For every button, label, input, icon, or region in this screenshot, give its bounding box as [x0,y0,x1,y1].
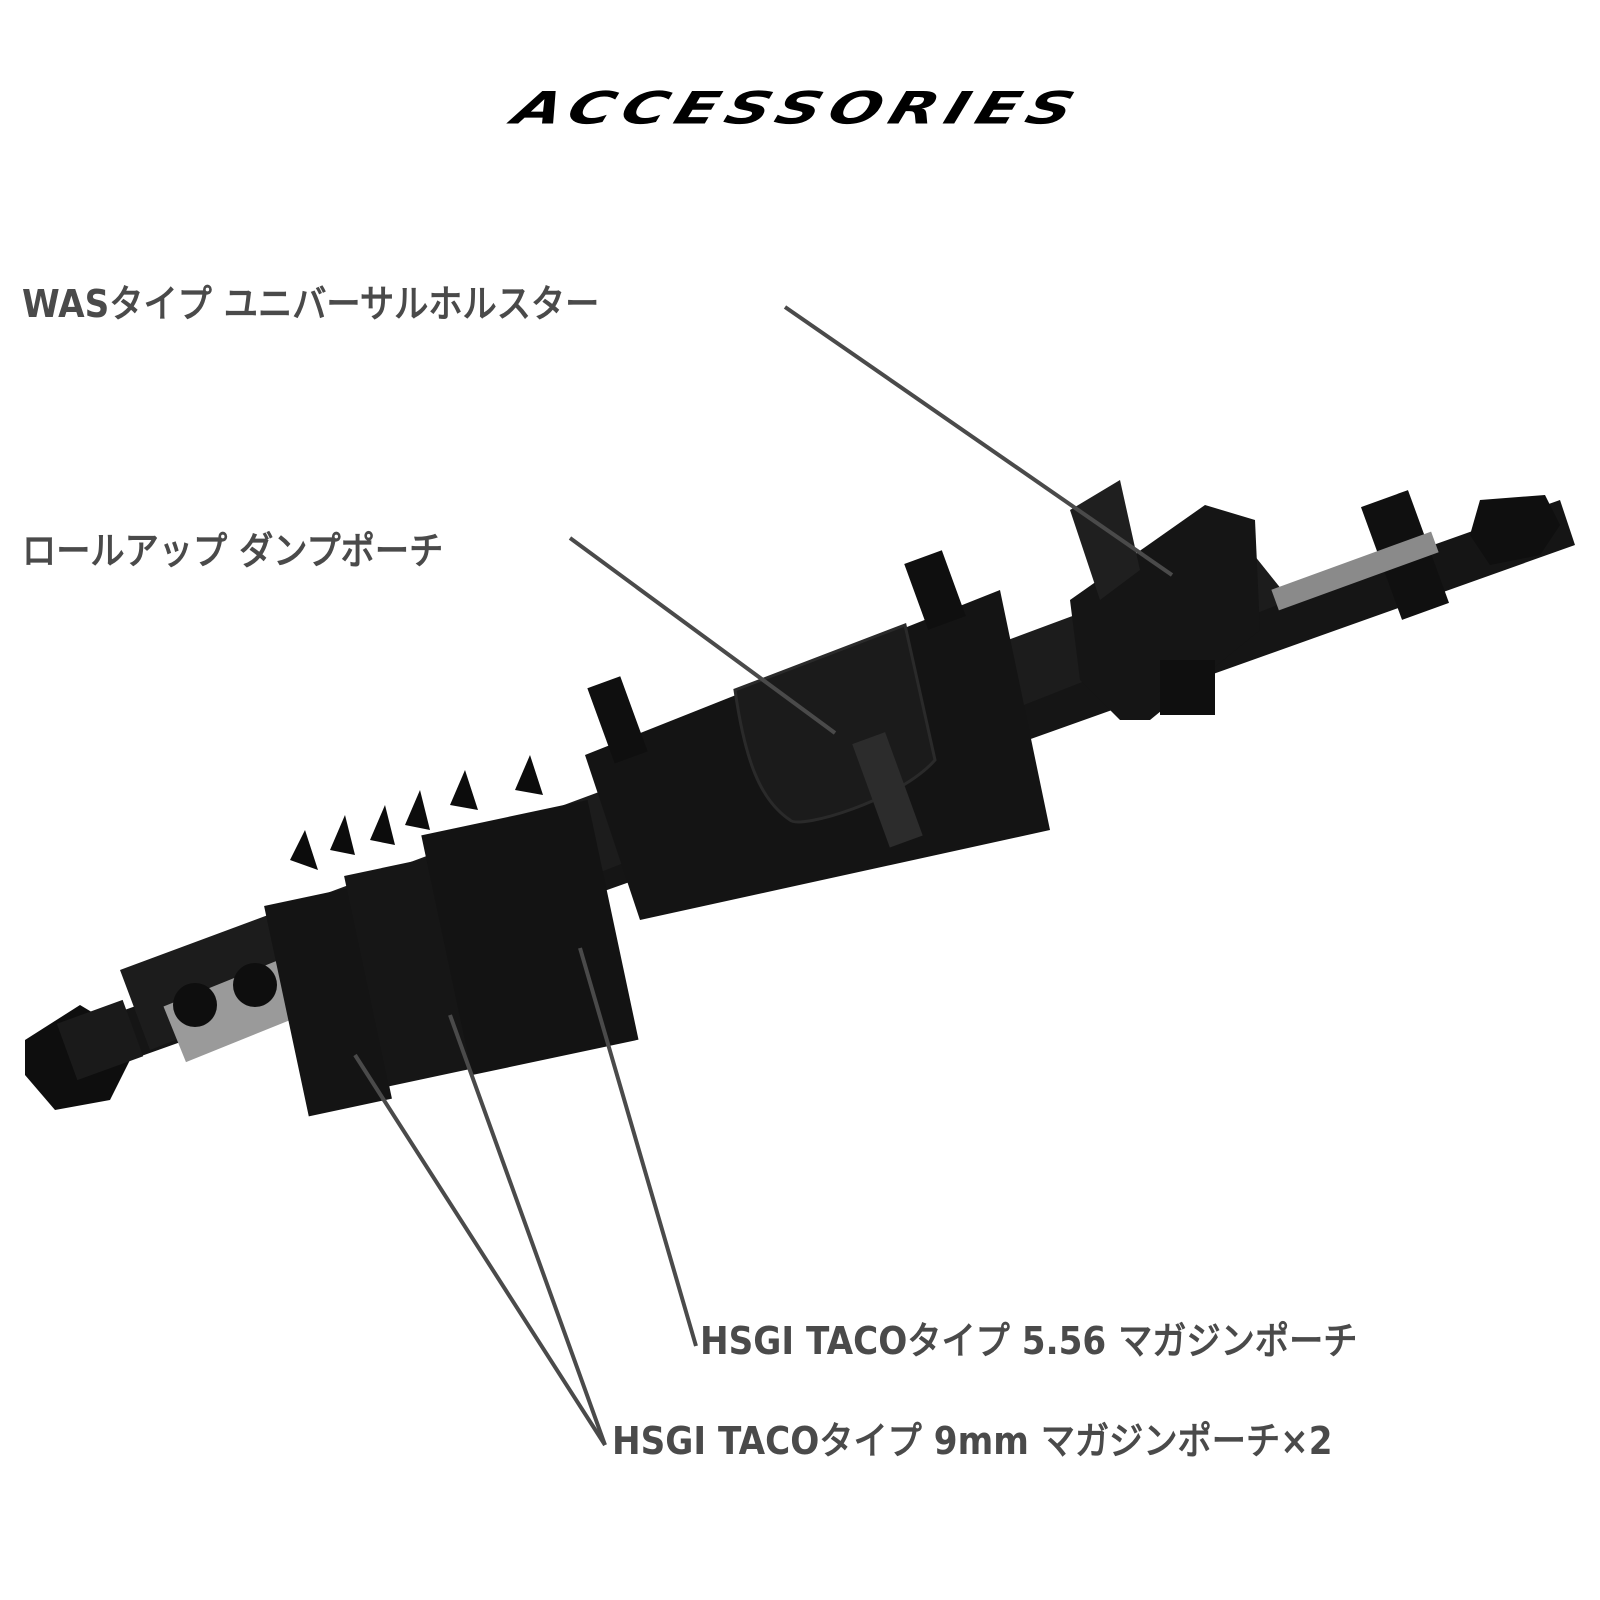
callout-label-dump-pouch: ロールアップ ダンプポーチ [22,529,444,573]
leader-line-holster [783,305,1174,577]
callout-label-holster: WASタイプ ユニバーサルホルスター [22,282,600,326]
callout-label-mag-556: HSGI TACOタイプ 5.56 マガジンポーチ [700,1319,1358,1363]
holster [1070,480,1260,720]
leader-lines [353,305,1174,1447]
leader-line-dump-pouch [568,536,837,735]
callout-label-mag-9mm: HSGI TACOタイプ 9mm マガジンポーチ×2 [612,1419,1333,1463]
dump-pouch [585,550,1050,920]
mag-pouch-556 [421,755,639,1076]
leader-line-mag-556 [578,947,698,1347]
leader-line-mag-9mm-a [353,1053,607,1447]
leader-line-mag-9mm-b [448,1014,607,1446]
